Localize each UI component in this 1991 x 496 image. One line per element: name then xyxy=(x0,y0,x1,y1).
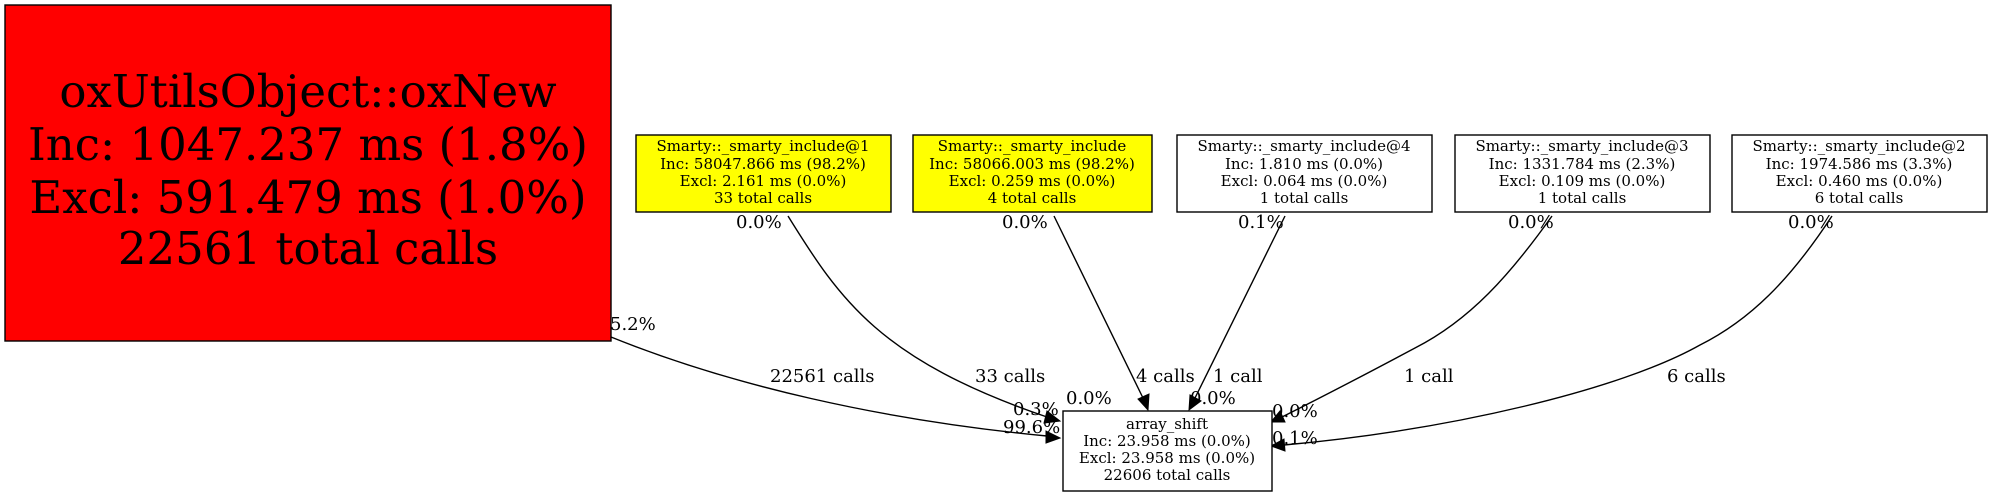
node-smarty-include-1[interactable]: Smarty::_smarty_include@1 Inc: 58047.866… xyxy=(635,134,892,213)
node-calls: 1 total calls xyxy=(1538,189,1627,207)
edge-inc4-to-array-shift: 0.1% 1 call 0.0% xyxy=(1188,212,1286,412)
node-excl: Excl: 0.259 ms (0.0%) xyxy=(949,172,1116,190)
node-calls: 6 total calls xyxy=(1815,189,1904,207)
node-excl: Excl: 0.460 ms (0.0%) xyxy=(1776,172,1943,190)
node-inc: Inc: 1331.784 ms (2.3%) xyxy=(1489,155,1676,173)
edge-dst-pct: 0.1% xyxy=(1272,428,1318,449)
node-inc: Inc: 1.810 ms (0.0%) xyxy=(1225,155,1383,173)
node-calls: 33 total calls xyxy=(714,189,812,207)
edge-src-pct: 0.0% xyxy=(1788,212,1834,233)
edge-dst-pct: 0.0% xyxy=(1272,401,1318,422)
edge-src-pct: 0.0% xyxy=(736,212,782,233)
node-title: Smarty::_smarty_include@4 xyxy=(1197,137,1410,155)
node-title: Smarty::_smarty_include@3 xyxy=(1475,137,1688,155)
node-inc: Inc: 23.958 ms (0.0%) xyxy=(1083,432,1251,450)
node-inc: Inc: 1047.237 ms (1.8%) xyxy=(28,118,588,171)
edge-calls-label: 1 call xyxy=(1213,366,1263,387)
node-smarty-include-2[interactable]: Smarty::_smarty_include@2 Inc: 1974.586 … xyxy=(1731,134,1988,213)
edge-inc3-to-array-shift: 0.0% 1 call 0.0% xyxy=(1269,212,1554,423)
node-excl: Excl: 2.161 ms (0.0%) xyxy=(680,172,847,190)
edge-calls-label: 33 calls xyxy=(975,366,1045,387)
node-smarty-include[interactable]: Smarty::_smarty_include Inc: 58066.003 m… xyxy=(912,134,1153,213)
node-inc: Inc: 1974.586 ms (3.3%) xyxy=(1766,155,1953,173)
node-oxutilsobject-oxnew[interactable]: oxUtilsObject::oxNew Inc: 1047.237 ms (1… xyxy=(4,4,612,342)
edge-inc1-to-array-shift: 0.0% 33 calls 0.3% xyxy=(736,212,1062,424)
node-calls: 22606 total calls xyxy=(1104,466,1231,484)
edge-oxnew-to-array-shift: 5.2% 22561 calls 99.6% xyxy=(610,314,1062,444)
node-title: array_shift xyxy=(1126,415,1208,433)
node-smarty-include-3[interactable]: Smarty::_smarty_include@3 Inc: 1331.784 … xyxy=(1454,134,1711,213)
node-title: Smarty::_smarty_include@1 xyxy=(656,137,869,155)
node-title: Smarty::_smarty_include xyxy=(938,137,1127,155)
edge-dst-pct: 0.3% xyxy=(1013,399,1059,420)
node-calls: 22561 total calls xyxy=(118,222,498,275)
edge-src-pct: 5.2% xyxy=(610,314,656,335)
edge-src-pct: 0.0% xyxy=(1002,212,1048,233)
edge-src-pct: 0.0% xyxy=(1508,212,1554,233)
node-title: Smarty::_smarty_include@2 xyxy=(1752,137,1965,155)
edge-calls-label: 6 calls xyxy=(1667,366,1726,387)
node-array-shift[interactable]: array_shift Inc: 23.958 ms (0.0%) Excl: … xyxy=(1062,410,1273,492)
edge-dst-pct: 0.0% xyxy=(1190,388,1236,409)
edge-dst-pct: 0.0% xyxy=(1066,388,1112,409)
node-excl: Excl: 0.064 ms (0.0%) xyxy=(1221,172,1388,190)
edge-calls-label: 1 call xyxy=(1404,366,1454,387)
edge-calls-label: 4 calls xyxy=(1136,366,1195,387)
node-excl: Excl: 23.958 ms (0.0%) xyxy=(1079,449,1255,467)
node-inc: Inc: 58066.003 ms (98.2%) xyxy=(929,155,1135,173)
node-title: oxUtilsObject::oxNew xyxy=(59,65,556,118)
edge-inc2-to-array-shift: 0.0% 6 calls 0.1% xyxy=(1269,212,1834,452)
node-inc: Inc: 58047.866 ms (98.2%) xyxy=(660,155,866,173)
node-smarty-include-4[interactable]: Smarty::_smarty_include@4 Inc: 1.810 ms … xyxy=(1176,134,1433,213)
edge-src-pct: 0.1% xyxy=(1238,212,1284,233)
node-calls: 4 total calls xyxy=(988,189,1077,207)
edge-inc-to-array-shift: 0.0% 4 calls 0.0% xyxy=(1002,212,1195,412)
edge-calls-label: 22561 calls xyxy=(770,366,875,387)
node-calls: 1 total calls xyxy=(1260,189,1349,207)
node-excl: Excl: 0.109 ms (0.0%) xyxy=(1499,172,1666,190)
node-excl: Excl: 591.479 ms (1.0%) xyxy=(29,171,586,224)
